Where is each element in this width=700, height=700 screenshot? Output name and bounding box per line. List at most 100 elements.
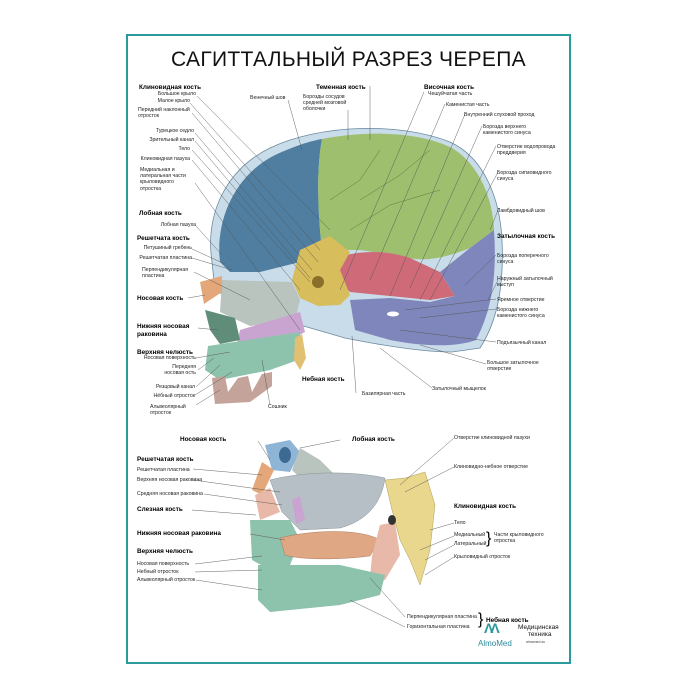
label-lower-nasal-surface: Носовая поверхность bbox=[137, 561, 190, 567]
label-petrous-part: Каменистая часть bbox=[446, 102, 490, 108]
label-vomer: Сошник bbox=[268, 404, 287, 410]
label-transverse-sinus-groove: Борозда поперечного синуса bbox=[497, 253, 549, 266]
label-cribriform-plate: Решетчатая пластина bbox=[139, 255, 192, 261]
label-lower-perpendicular-plate: Перпендикулярная пластина bbox=[407, 614, 477, 620]
label-sphenoid-heading: Клиновидная кость bbox=[139, 84, 202, 91]
nasal-cavity-lateral-wall bbox=[250, 440, 436, 612]
almomed-name: AlmoMed bbox=[478, 639, 512, 648]
label-lower-maxilla-heading: Верхняя челюсть bbox=[137, 548, 193, 555]
label-superior-concha: Верхняя носовая раковина bbox=[137, 477, 203, 483]
label-lower-alveolar-process: Альвеолярный отросток bbox=[137, 577, 196, 583]
label-horizontal-plate: Горизонтальная пластина bbox=[407, 624, 470, 630]
label-lateral-plate: Латеральный bbox=[454, 541, 487, 547]
sagittal-skull bbox=[200, 128, 503, 404]
label-sella-turcica: Турецкое седло bbox=[155, 128, 194, 134]
teeth bbox=[212, 372, 272, 404]
label-parietal-heading: Теменная кость bbox=[316, 84, 366, 91]
leader-lines bbox=[187, 86, 499, 628]
label-occipital-condyle: Затылочный мыщелок bbox=[432, 386, 486, 392]
label-alveolar-process: Альвеолярный отросток bbox=[150, 404, 186, 417]
inferior-concha bbox=[205, 310, 240, 344]
nasal-bone-lower bbox=[252, 462, 274, 495]
almomed-logo-icon: ΛΛ bbox=[484, 620, 500, 636]
label-nasal-surface: Носовая поверхность bbox=[143, 355, 196, 361]
maxilla-wall bbox=[250, 520, 300, 570]
label-pterygoid-parts: Медиальная и латеральная части крыловидн… bbox=[140, 167, 186, 192]
logo-site: almamed.su bbox=[526, 640, 546, 644]
nasal-bone bbox=[200, 276, 222, 304]
label-basilar-part: Базилярная часть bbox=[362, 391, 406, 397]
label-body: Тело bbox=[178, 146, 190, 152]
maxilla bbox=[205, 332, 300, 380]
label-squamous-part: Чешуйчатая часть bbox=[428, 91, 473, 97]
lacrimal-bone bbox=[255, 488, 280, 520]
label-sphenopalatine-foramen: Клиновидно-небное отверстие bbox=[454, 464, 528, 470]
label-anterior-clinoid: Передний наклонный отросток bbox=[138, 107, 190, 120]
label-nasal-heading: Носовая кость bbox=[137, 295, 184, 302]
label-meningeal-grooves: Борозды сосудов средней мозговой оболочк… bbox=[303, 94, 347, 113]
label-middle-concha: Средняя носовая раковина bbox=[137, 491, 203, 497]
label-coronal-suture: Венечный шов bbox=[250, 95, 286, 101]
crista-lower bbox=[292, 448, 335, 478]
label-hypoglossal-canal: Подъязычный канал bbox=[497, 340, 547, 346]
label-lesser-wing: Малое крыло bbox=[157, 98, 190, 104]
label-superior-petrosal-groove: Борозда верхнего каменистого синуса bbox=[483, 124, 531, 137]
logo-tagline-2: техника bbox=[528, 631, 552, 638]
label-optic-canal: Зрительный канал bbox=[149, 137, 194, 143]
label-lower-frontal-heading: Лобная кость bbox=[352, 436, 395, 443]
parietal-bone bbox=[318, 133, 494, 260]
frontal-bone bbox=[219, 139, 322, 272]
label-lower-palatine-process: Небный отросток bbox=[137, 569, 179, 575]
label-foramen-magnum: Большое затылочное отверстие bbox=[487, 360, 539, 373]
occipital-bone bbox=[350, 230, 495, 346]
label-external-occipital-protuberance: Наружный затылочный выступ bbox=[497, 276, 553, 289]
label-inferior-petrosal-groove: Борозда нижнего каменистого синуса bbox=[497, 307, 545, 320]
label-internal-acoustic-meatus: Внутренний слуховой проход bbox=[464, 112, 535, 118]
label-lacrimal-heading: Слезная кость bbox=[137, 506, 183, 513]
label-ethmoid-heading: Решетчата кость bbox=[137, 235, 190, 242]
sphenoid-bone bbox=[292, 236, 350, 306]
palatine-lower bbox=[370, 522, 400, 580]
maxilla-floor bbox=[258, 565, 385, 612]
label-lower-nasal-heading: Носовая кость bbox=[180, 436, 227, 443]
label-incisive-canal: Резцовый канал bbox=[155, 384, 195, 390]
label-lambdoid-suture: Ламбдовидный шов bbox=[497, 208, 545, 214]
label-sphenoid-sinus-opening: Отверстие клиновидной пазухи bbox=[454, 435, 530, 441]
label-lower-inferior-concha-heading: Нижняя носовая раковина bbox=[137, 530, 221, 537]
inferior-concha-lower bbox=[279, 531, 381, 560]
brace-palatine: } bbox=[478, 611, 484, 628]
vomer-lower bbox=[292, 496, 305, 524]
label-palatine-process: Нёбный отросток bbox=[153, 393, 195, 399]
logo-tagline-1: Медицинская bbox=[518, 624, 559, 631]
label-greater-wing: Большое крыло bbox=[157, 91, 196, 97]
sphenoid-lower bbox=[384, 471, 436, 586]
label-lower-cribriform: Решетчатая пластина bbox=[137, 467, 190, 473]
label-maxilla-heading: Верхняя челюсть bbox=[137, 349, 193, 356]
temporal-bone bbox=[335, 252, 455, 300]
label-perpendicular-plate: Перпендикулярная пластина bbox=[142, 267, 189, 280]
label-lower-palatine-heading: Небная кость bbox=[486, 617, 529, 624]
label-frontal-heading: Лобная кость bbox=[139, 210, 182, 217]
label-sphenoid-sinus: Клиновидная пазуха bbox=[140, 156, 190, 162]
palatine-bone bbox=[294, 334, 306, 370]
ethmoid-region bbox=[220, 280, 300, 326]
label-frontal-sinus: Лобная пазуха bbox=[160, 222, 196, 228]
label-lower-body: Тело bbox=[454, 520, 466, 526]
label-lower-sphenoid-heading: Клиновидная кость bbox=[454, 503, 517, 510]
label-inferior-concha-heading: Нижняя носовая раковина bbox=[137, 323, 190, 338]
brace-pterygoid: } bbox=[486, 530, 492, 547]
label-anterior-nasal-spine: Передняя носовая ость bbox=[164, 364, 196, 377]
label-temporal-heading: Височная кость bbox=[424, 84, 475, 91]
label-jugular-foramen: Яремное отверстие bbox=[497, 297, 545, 303]
label-medial-plate: Медиальный bbox=[454, 532, 486, 538]
label-occipital-heading: Затылочная кость bbox=[497, 233, 556, 240]
label-pterygoid-process: Крыловидный отросток bbox=[454, 554, 511, 560]
label-pterygoid-parts-lower: Части крыловидного отростка bbox=[494, 532, 544, 545]
label-lower-ethmoid-heading: Решетчатая кость bbox=[137, 456, 194, 463]
label-palatine-heading: Небная кость bbox=[302, 376, 345, 383]
label-crista-galli: Петушиный гребень bbox=[143, 245, 192, 251]
label-vestibular-aqueduct: Отверстие водопровода преддверия bbox=[497, 144, 556, 157]
almomed-logo: ΛΛ AlmoMed Медицинская техника almamed.s… bbox=[478, 620, 573, 658]
label-sigmoid-groove: Борозда сигмовидного синуса bbox=[497, 170, 552, 183]
